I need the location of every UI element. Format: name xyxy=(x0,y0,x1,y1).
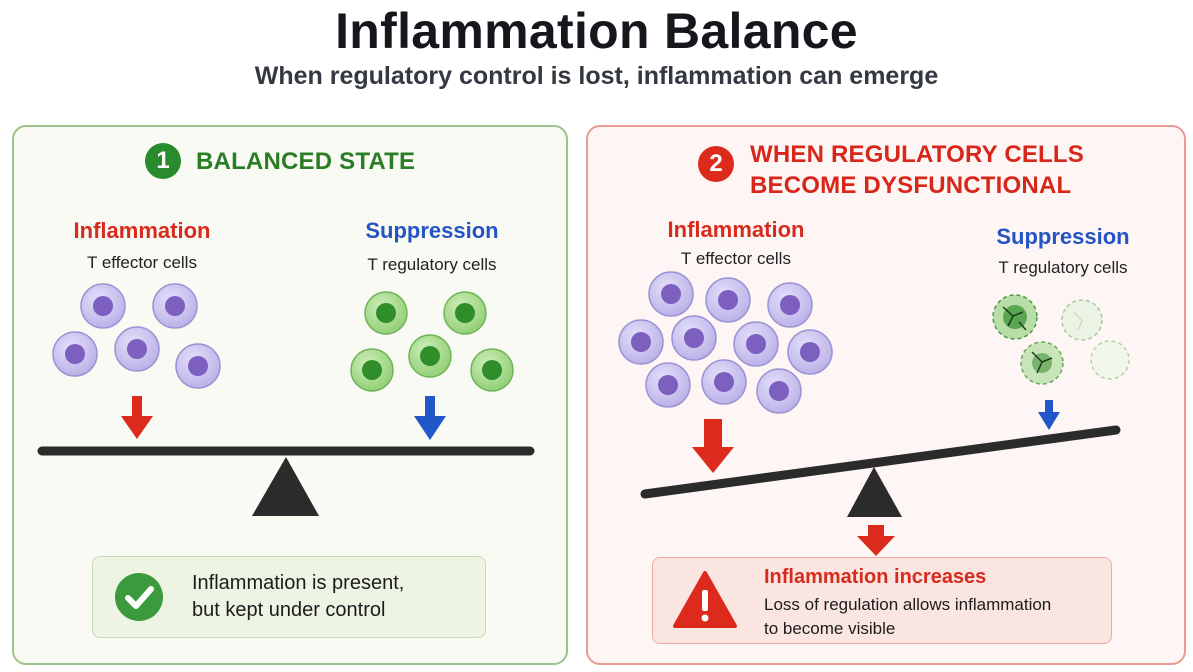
regulatory-cell xyxy=(408,334,452,378)
faded-regulatory-cell xyxy=(1061,299,1103,341)
dysfunctional-heading-line2: BECOME DYSFUNCTIONAL xyxy=(750,172,1072,199)
warning-text-line2: to become visible xyxy=(764,619,896,638)
effector-cell xyxy=(648,271,694,317)
right-suppression-label: Suppression xyxy=(996,224,1130,249)
left-effector-sublabel: T effector cells xyxy=(87,253,197,272)
effector-cell xyxy=(175,343,221,389)
balanced-note-line1: Inflammation is present, xyxy=(192,572,405,594)
effector-cell xyxy=(114,326,160,372)
right-dysfunctional-regulatory-cells xyxy=(992,294,1130,385)
regulatory-cell xyxy=(364,291,408,335)
effector-cell xyxy=(152,283,198,329)
left-inflammation-label: Inflammation xyxy=(73,218,211,243)
left-inflammation-arrow xyxy=(121,396,153,439)
right-effector-cells xyxy=(618,271,833,414)
right-suppression-arrow xyxy=(1038,400,1060,430)
regulatory-cell xyxy=(350,348,394,392)
effector-cell xyxy=(618,319,664,365)
damaged-regulatory-cell xyxy=(992,294,1038,340)
effector-cell xyxy=(671,315,717,361)
effector-cell xyxy=(645,362,691,408)
effector-cell xyxy=(80,283,126,329)
page-title: Inflammation Balance xyxy=(335,3,858,59)
warning-note-box xyxy=(652,557,1112,644)
left-regulatory-sublabel: T regulatory cells xyxy=(367,255,497,274)
right-fulcrum xyxy=(847,467,902,517)
left-fulcrum xyxy=(252,457,319,516)
effector-cell xyxy=(733,321,779,367)
effector-cell xyxy=(705,277,751,323)
warning-text-line1: Loss of regulation allows inflammation xyxy=(764,595,1052,614)
effector-cell xyxy=(701,359,747,405)
effector-cell xyxy=(756,368,802,414)
balanced-state-heading: BALANCED STATE xyxy=(196,148,416,175)
step-1-badge: 1 xyxy=(145,143,181,179)
balanced-note-line2: but kept under control xyxy=(192,599,386,621)
left-regulatory-cells xyxy=(350,291,514,392)
right-regulatory-sublabel: T regulatory cells xyxy=(998,258,1128,277)
regulatory-cell xyxy=(443,291,487,335)
warning-title: Inflammation increases xyxy=(764,566,987,588)
regulatory-cell xyxy=(470,348,514,392)
right-inflammation-label: Inflammation xyxy=(667,217,805,242)
damaged-regulatory-cell xyxy=(1020,341,1064,385)
page-subtitle: When regulatory control is lost, inflamm… xyxy=(254,62,939,90)
right-inflammation-arrow xyxy=(692,419,734,473)
effector-cell xyxy=(52,331,98,377)
right-balance-beam xyxy=(640,425,1121,499)
left-suppression-arrow xyxy=(414,396,446,440)
dysfunctional-heading-line1: WHEN REGULATORY CELLS xyxy=(750,141,1084,168)
step-2-badge: 2 xyxy=(698,146,734,182)
faded-regulatory-cell xyxy=(1090,340,1130,380)
left-suppression-label: Suppression xyxy=(365,218,499,243)
right-effector-sublabel: T effector cells xyxy=(681,249,791,268)
warning-triangle-icon xyxy=(673,571,737,628)
inflammation-increase-arrow xyxy=(857,525,895,556)
left-effector-cells xyxy=(52,283,221,389)
check-circle-icon xyxy=(115,573,163,621)
effector-cell xyxy=(787,329,833,375)
effector-cell xyxy=(767,282,813,328)
